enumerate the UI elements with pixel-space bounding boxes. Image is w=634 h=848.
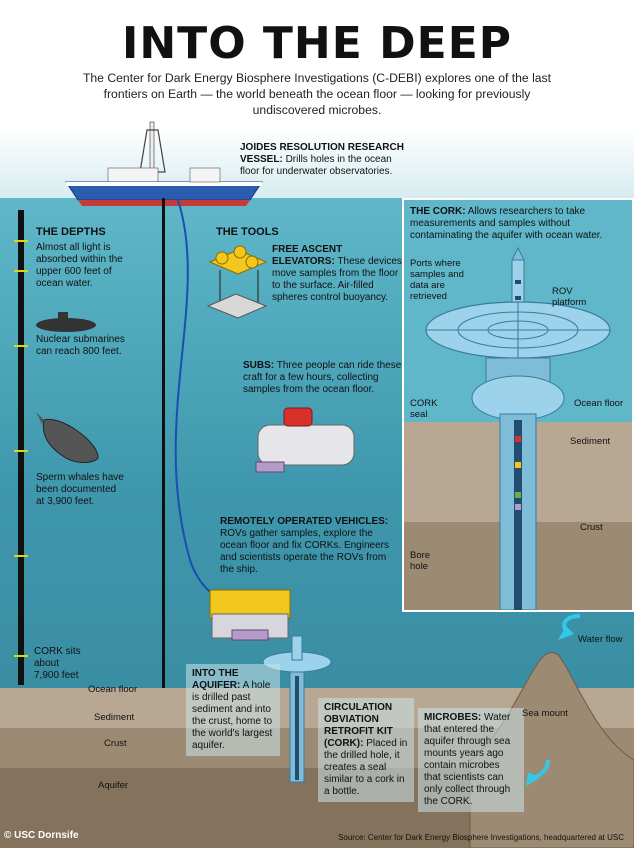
gauge-tick [14,240,28,242]
scene-cork-illustration [262,635,332,783]
sediment-label: Sediment [94,712,135,723]
source-note: Source: Center for Dark Energy Biosphere… [338,833,624,842]
aquifer-box: INTO THE AQUIFER: A hole is drilled past… [186,664,280,756]
crust-label: Crust [104,738,127,749]
ship-illustration [65,121,263,206]
panel-crust-label: Crust [580,522,603,533]
depths-whales-text: Sperm whales have been documented at 3,9… [36,472,124,507]
cork-detail-illustration [425,246,611,610]
sea-mount-label: Sea mount [522,708,568,719]
elevator-illustration [206,245,268,319]
depths-cork-text: CORK sits about 7,900 feet [34,646,81,681]
submarine-illustration [36,312,96,332]
rov-tether [174,199,226,601]
gauge-tick [14,270,28,272]
water-flow-label: Water flow [578,634,623,645]
rov-illustration [209,589,291,641]
ports-label: Ports where samples and data are retriev… [410,258,464,302]
ocean-floor-label: Ocean floor [88,684,138,695]
bore-hole-label: Bore hole [410,550,431,572]
circulation-box: CIRCULATION OBVIATION RETROFIT KIT (CORK… [318,698,414,802]
gauge-tick [14,450,28,452]
intro-text: The Center for Dark Energy Biosphere Inv… [82,71,552,117]
aquifer-label: Aquifer [98,780,129,791]
cork-panel-caption: THE CORK: Allows researchers to take mea… [410,206,603,241]
panel-sediment-label: Sediment [570,436,611,447]
whale-illustration [36,412,99,463]
gauge-tick [14,655,28,657]
tools-header: THE TOOLS [216,226,279,238]
page-title: INTO THE DEEP [121,18,513,69]
panel-ocean-floor-label: Ocean floor [574,398,624,409]
depths-subs-text: Nuclear submarines can reach 800 feet. [36,334,125,357]
gauge-tick [14,555,28,557]
manned-sub-illustration [255,407,355,473]
rov-platform-label: ROV platform [552,286,587,308]
elevators-caption: FREE ASCENT ELEVATORS: These devices mov… [272,244,402,303]
microbes-box: MICROBES: Water that entered the aquifer… [418,708,524,812]
gauge-tick [14,345,28,347]
subs-caption: SUBS: Three people can ride these craft … [243,360,402,395]
cork-detail-panel: THE CORK: Allows researchers to take mea… [402,198,634,612]
vessel-caption: JOIDES RESOLUTION RESEARCH VESSEL: Drill… [240,142,404,177]
depth-gauge [18,210,24,685]
depths-header: THE DEPTHS [36,226,106,238]
drill-string [162,198,165,688]
cork-seal-label: CORK seal [410,398,438,420]
rov-caption: REMOTELY OPERATED VEHICLES: ROVs gather … [220,516,389,575]
photo-credit: © USC Dornsife [4,830,79,841]
depths-light-text: Almost all light is absorbed within the … [36,242,123,289]
